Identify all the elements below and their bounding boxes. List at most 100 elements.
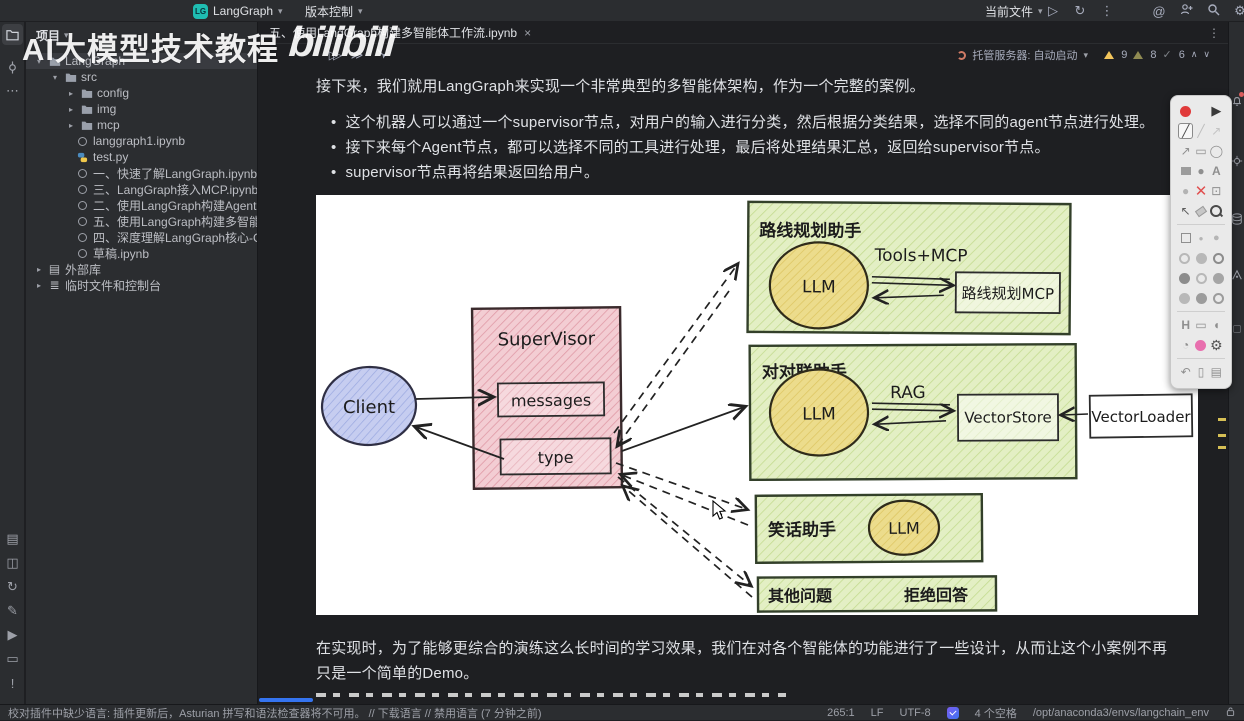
color-swatch[interactable]	[1210, 250, 1226, 266]
tree-row-root[interactable]: ▾LangGraph	[26, 53, 257, 69]
managed-server-widget[interactable]: 托管服务器: 自动启动 ▾	[957, 47, 1088, 63]
plugin-tool-icon[interactable]	[1229, 320, 1244, 338]
text-tool-icon[interactable]: A	[1211, 164, 1221, 178]
clear-outputs-broom-icon[interactable]	[369, 47, 393, 63]
ai-assistant-icon[interactable]	[1229, 152, 1244, 170]
select-cursor-tool-icon[interactable]: ↖	[1180, 204, 1191, 218]
half-shade-tool-icon[interactable]: ◖	[1212, 318, 1220, 332]
notebook-variables-icon[interactable]: ▤	[6, 531, 19, 546]
filled-ellipse-tool-icon[interactable]: ●	[1197, 164, 1205, 178]
counter-tool-icon[interactable]: ⊡	[1211, 184, 1222, 198]
tree-row-notebook[interactable]: 一、快速了解LangGraph.ipynb	[26, 165, 257, 181]
close-icon[interactable]: ×	[524, 25, 532, 40]
services-tool-icon[interactable]: ▶	[7, 627, 18, 642]
run-button[interactable]: ▷	[1048, 3, 1058, 18]
magnifier-tool-icon[interactable]	[1209, 203, 1224, 219]
tree-row-notebook[interactable]: langgraph1.ipynb	[26, 133, 257, 149]
ellipse-tool-icon[interactable]: ◯	[1209, 144, 1224, 158]
size-large-icon[interactable]: ●	[1212, 232, 1220, 244]
line-tool-icon[interactable]: ╱	[1197, 124, 1205, 138]
tree-row-notebook[interactable]: 三、LangGraph接入MCP.ipynb	[26, 181, 257, 197]
color-swatch[interactable]	[1176, 290, 1192, 306]
tree-row-config[interactable]: ▸config	[68, 86, 130, 100]
status-message[interactable]: 校对插件中缺少语言: 插件更新后，Asturian 拼写和语法检查器将不可用。 …	[8, 707, 542, 720]
tab-notebook[interactable]: 五、使用LangGraph构建多智能体工作流.ipynb ×	[259, 22, 542, 43]
color-swatch[interactable]	[1193, 290, 1209, 306]
size-small-icon[interactable]: ●	[1198, 233, 1204, 243]
indent-style[interactable]: 4 个空格	[974, 707, 1017, 720]
export-folder-icon[interactable]: ▤	[1210, 365, 1222, 379]
run-all-cells-icon[interactable]: ▷▷	[328, 48, 342, 62]
terminal-tool-icon[interactable]: ▭	[6, 651, 19, 666]
tree-row-src[interactable]: ▾src	[52, 70, 97, 84]
timer-tool-icon[interactable]: ◔	[1182, 338, 1190, 352]
scratches-tool-icon[interactable]: ✎	[7, 603, 18, 618]
play-button[interactable]: ▶	[1211, 103, 1222, 118]
rerun-icon[interactable]: ↻	[1074, 3, 1086, 18]
inspections-widget[interactable]: 9 8 ✓6 ∧ ∨	[1104, 48, 1210, 61]
packages-tool-icon[interactable]: ◫	[6, 555, 19, 570]
highlight-h-tool-icon[interactable]: H	[1181, 318, 1190, 332]
tree-row-mcp[interactable]: ▸mcp	[68, 118, 120, 132]
gradle-tool-icon[interactable]	[1229, 266, 1244, 284]
tab-options-icon[interactable]: ⋮	[1208, 25, 1220, 40]
horizontal-scrollbar-thumb[interactable]	[259, 698, 313, 702]
tree-row-scratches[interactable]: ▸≣临时文件和控制台	[36, 278, 162, 293]
run-below-icon[interactable]: ≫	[350, 48, 364, 62]
project-panel-header[interactable]: 项目 ▾	[36, 28, 69, 43]
problems-tool-icon[interactable]: !	[10, 675, 15, 691]
mentions-icon[interactable]: @	[1152, 3, 1166, 19]
notifications-bell-icon[interactable]	[1229, 92, 1244, 110]
settings-gear-icon[interactable]: ⚙	[1234, 3, 1244, 18]
vcs-menu[interactable]: 版本控制 ▾	[305, 4, 363, 19]
prev-problem-icon[interactable]: ∧	[1190, 49, 1198, 59]
highlighter-pink-icon[interactable]	[1193, 337, 1208, 353]
color-swatch[interactable]	[1176, 270, 1192, 286]
eraser-tool-icon[interactable]	[1193, 203, 1208, 219]
inspection-marker[interactable]	[1218, 446, 1226, 449]
trash-icon[interactable]: ▯	[1197, 365, 1205, 379]
project-widget[interactable]: LG LangGraph ▾	[193, 0, 283, 22]
blob-tool-icon[interactable]: ●	[1182, 184, 1190, 198]
cross-mark-tool-icon[interactable]: ✕	[1194, 183, 1208, 200]
project-tool-icon[interactable]	[2, 24, 23, 45]
inspection-marker[interactable]	[1218, 434, 1226, 437]
undo-icon[interactable]: ↶	[1180, 365, 1191, 379]
dashed-arrow-tool-icon[interactable]: ↗	[1211, 124, 1222, 138]
file-encoding[interactable]: UTF-8	[899, 706, 931, 719]
run-configuration-selector[interactable]: 当前文件 ▾	[985, 4, 1043, 19]
tree-row-notebook[interactable]: 草稿.ipynb	[26, 245, 257, 261]
stroke-width-box-icon[interactable]	[1178, 230, 1193, 246]
rectangle-tool-icon[interactable]: ▭	[1195, 144, 1207, 158]
settings-gear-icon[interactable]: ⚙	[1210, 336, 1223, 353]
color-swatch[interactable]	[1210, 270, 1226, 286]
readonly-lock-icon[interactable]	[1225, 706, 1236, 720]
line-separator[interactable]: LF	[870, 706, 884, 719]
caret-position[interactable]: 265:1	[827, 706, 855, 719]
next-problem-icon[interactable]: ∨	[1203, 49, 1210, 59]
plugin-badge-icon[interactable]	[946, 706, 959, 719]
more-actions-icon[interactable]: ⋮	[1100, 3, 1114, 18]
tree-row-notebook[interactable]: 二、使用LangGraph构建Agent智能体.ipy	[26, 197, 257, 213]
commit-tool-icon[interactable]	[0, 55, 25, 79]
color-swatch[interactable]	[1193, 250, 1209, 266]
python-interpreter[interactable]: /opt/anaconda3/envs/langchain_env	[1032, 706, 1209, 719]
frame-tool-icon[interactable]: ▭	[1195, 318, 1207, 332]
search-everywhere-icon[interactable]	[1202, 3, 1224, 19]
tree-row-python-file[interactable]: test.py	[26, 149, 257, 165]
filled-rect-tool-icon[interactable]	[1178, 163, 1193, 179]
pen-tool-icon[interactable]: ╱	[1178, 123, 1194, 139]
database-tool-icon[interactable]	[1229, 210, 1244, 228]
record-button[interactable]	[1178, 103, 1193, 119]
more-tools-icon[interactable]: ⋯	[6, 83, 19, 98]
inspection-marker[interactable]	[1218, 418, 1226, 421]
tree-row-notebook[interactable]: 四、深度理解LangGraph核心-Graph.ipy	[26, 229, 257, 245]
color-swatch[interactable]	[1176, 250, 1192, 266]
python-console-icon[interactable]: ↻	[7, 579, 18, 594]
tree-row-external-libs[interactable]: ▸▤外部库	[36, 262, 102, 277]
color-swatch[interactable]	[1193, 270, 1209, 286]
tree-row-img[interactable]: ▸img	[68, 102, 117, 116]
tree-row-notebook[interactable]: 五、使用LangGraph构建多智能体工作流.	[26, 213, 257, 229]
color-swatch[interactable]	[1210, 290, 1226, 306]
arrow-tool-icon[interactable]: ↗	[1180, 144, 1191, 158]
